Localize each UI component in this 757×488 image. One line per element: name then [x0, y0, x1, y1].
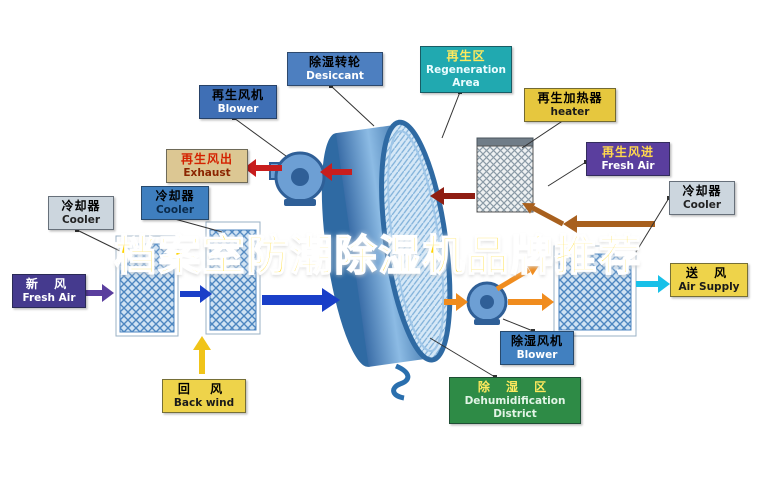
- label-air-supply-zh: 送 风: [685, 266, 733, 280]
- label-cooler-right: 冷却器 Cooler: [669, 181, 735, 216]
- label-regen-blower: 再生风机 Blower: [199, 85, 277, 120]
- drain-curl-graphic: [391, 363, 411, 401]
- label-dehumid-blower: 除湿风机 Blower: [500, 331, 574, 366]
- label-cooler-left: 冷却器 Cooler: [141, 186, 209, 221]
- label-cooler-far-left: 冷却器 Cooler: [48, 196, 114, 231]
- cooler-block-left-graphic: [205, 221, 261, 335]
- label-regen-fresh-air-en: Fresh Air: [601, 160, 655, 172]
- label-desiccant-en: Desiccant: [306, 70, 364, 82]
- label-cooler-left-en: Cooler: [155, 204, 195, 216]
- label-air-supply-en: Air Supply: [678, 281, 740, 293]
- arrow-regen-exhaust-1: [320, 163, 352, 181]
- label-regen-blower-en: Blower: [217, 103, 259, 115]
- airflow-arrows: [80, 159, 670, 374]
- label-exhaust-en: Exhaust: [183, 167, 231, 179]
- label-air-supply: 送 风 Air Supply: [670, 263, 748, 298]
- arrow-heater-to-wheel: [430, 187, 475, 205]
- label-dehumid-area-zh: 除 湿 区: [477, 380, 553, 394]
- label-regeneration-area: 再生区 Regeneration Area: [420, 46, 512, 94]
- label-exhaust-zh: 再生风出: [180, 152, 233, 166]
- label-back-wind: 回 风 Back wind: [162, 379, 246, 414]
- label-regen-blower-zh: 再生风机: [211, 88, 264, 102]
- label-cooler-right-en: Cooler: [682, 199, 722, 211]
- regen-fan-icon: [269, 151, 326, 206]
- arrow-regen-exhaust-2: [244, 159, 282, 177]
- label-regen-heater-en: heater: [550, 106, 590, 118]
- arrow-air-supply: [636, 275, 670, 293]
- label-regen-fresh-air: 再生风进 Fresh Air: [586, 142, 670, 177]
- label-fresh-air-in: 新 风 Fresh Air: [12, 274, 86, 309]
- cooler-block-right-graphic: [553, 245, 637, 337]
- label-regen-fresh-air-zh: 再生风进: [601, 145, 654, 159]
- label-back-wind-en: Back wind: [173, 397, 235, 409]
- label-cooler-left-zh: 冷却器: [155, 189, 195, 203]
- arrow-wheel-to-fan: [444, 293, 468, 311]
- label-regen-heater-zh: 再生加热器: [537, 91, 603, 105]
- arrow-fresh-air-in: [80, 284, 114, 302]
- desiccant-wheel-graphic: [321, 119, 453, 367]
- label-dehumid-area-en: Dehumidification District: [464, 395, 566, 421]
- page-title: 档案室防潮除湿机品牌推荐: [114, 230, 643, 281]
- label-exhaust: 再生风出 Exhaust: [166, 149, 248, 184]
- arrow-between-coolers: [180, 285, 212, 303]
- label-dehumid-area: 除 湿 区 Dehumidification District: [449, 377, 581, 425]
- arrow-fan-to-cooler: [508, 293, 554, 311]
- arrow-back-wind-up: [193, 336, 211, 374]
- label-cooler-right-zh: 冷却器: [682, 184, 722, 198]
- label-cooler-far-left-zh: 冷却器: [61, 199, 101, 213]
- arrow-process-to-wheel: [262, 288, 340, 312]
- label-dehumid-blower-en: Blower: [516, 349, 558, 361]
- label-connectors: [76, 85, 670, 378]
- label-cooler-far-left-en: Cooler: [61, 214, 101, 226]
- label-fresh-air-in-en: Fresh Air: [22, 292, 76, 304]
- label-regeneration-area-en: Regeneration Area: [425, 64, 506, 90]
- label-fresh-air-in-zh: 新 风: [25, 277, 73, 291]
- cooler-block-far-left-graphic: [115, 235, 179, 337]
- heater-block-graphic: [476, 137, 534, 213]
- label-regen-heater: 再生加热器 heater: [524, 88, 616, 123]
- label-desiccant-zh: 除湿转轮: [308, 55, 361, 69]
- label-desiccant: 除湿转轮 Desiccant: [287, 52, 383, 87]
- label-back-wind-zh: 回 风: [177, 382, 231, 396]
- arrow-regen-inlet: [563, 215, 655, 233]
- label-dehumid-blower-zh: 除湿风机: [510, 334, 563, 348]
- label-regeneration-area-zh: 再生区: [446, 49, 486, 63]
